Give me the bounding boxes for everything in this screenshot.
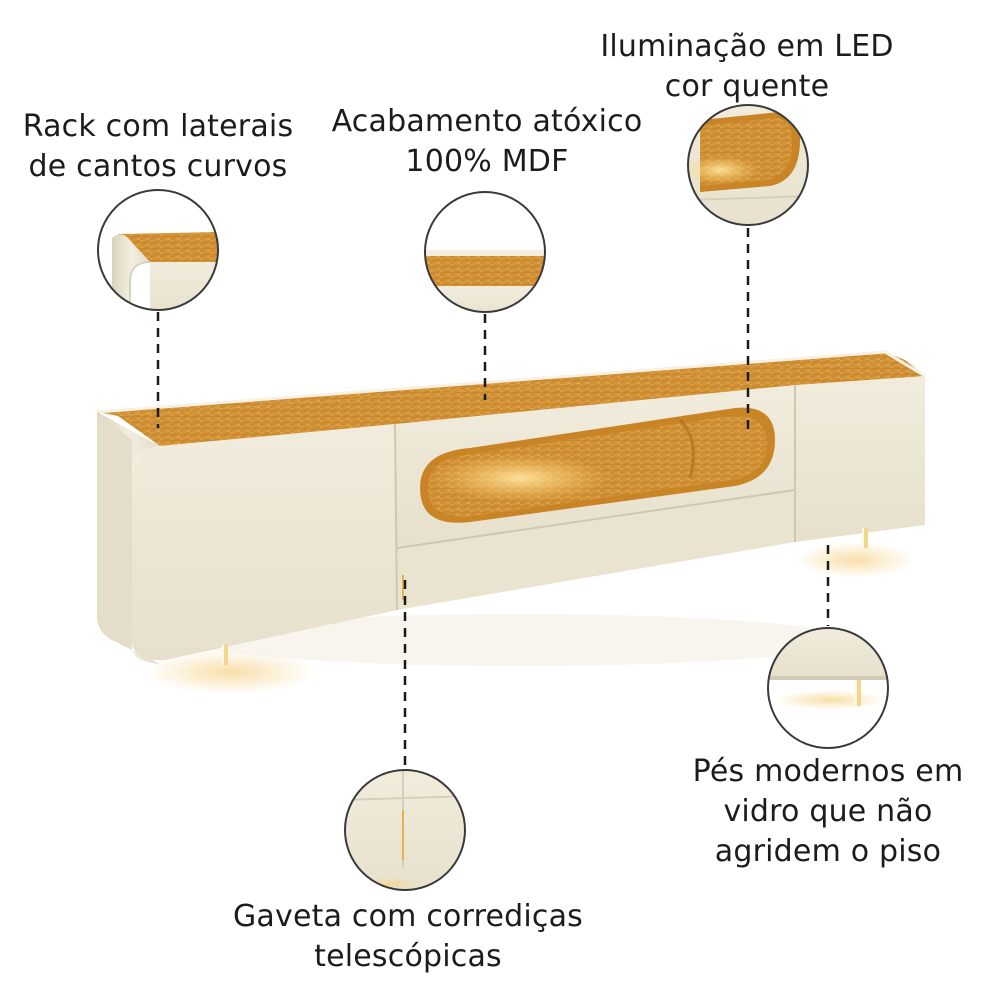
callout-rack-sides: Rack com laterais de cantos curvos (18, 107, 298, 187)
callout-feet-line1: Pés modernos em (692, 754, 964, 789)
callout-feet-line2: vidro que não (723, 794, 933, 829)
rack-right-door (795, 376, 925, 542)
tv-rack (96, 350, 926, 665)
callout-feet: Pés modernos em vidro que não agridem o … (678, 752, 978, 872)
callout-led-line2: cor quente (664, 69, 830, 104)
zoom-circle-glass-feet (767, 627, 889, 749)
callout-feet-line3: agridem o piso (714, 834, 942, 869)
callout-finish-line2: 100% MDF (405, 144, 569, 179)
floor-led-glow (145, 542, 915, 694)
zoom-circle-led (687, 104, 809, 226)
glass-feet (222, 528, 868, 665)
callout-drawer: Gaveta com corrediças telescópicas (218, 897, 598, 977)
callout-finish-line1: Acabamento atóxico (331, 104, 643, 139)
callout-rack-sides-line2: de cantos curvos (28, 149, 288, 184)
rack-top-wood (97, 352, 905, 416)
led-niche (420, 407, 775, 523)
zoom-circle-mdf-finish (424, 191, 546, 313)
callout-led: Iluminação em LED cor quente (592, 27, 902, 107)
callout-finish: Acabamento atóxico 100% MDF (322, 102, 652, 182)
leader-lines (156, 228, 830, 768)
zoom-circle-drawer (344, 769, 466, 891)
callout-drawer-line2: telescópicas (314, 939, 502, 974)
callout-rack-sides-line1: Rack com laterais (22, 109, 294, 144)
callout-drawer-line1: Gaveta com corrediças (232, 899, 583, 934)
rack-drawer (397, 490, 795, 610)
callout-led-line1: Iluminação em LED (600, 29, 894, 64)
zoom-circle-rack-corner (97, 189, 219, 311)
rack-left-door (132, 424, 397, 661)
